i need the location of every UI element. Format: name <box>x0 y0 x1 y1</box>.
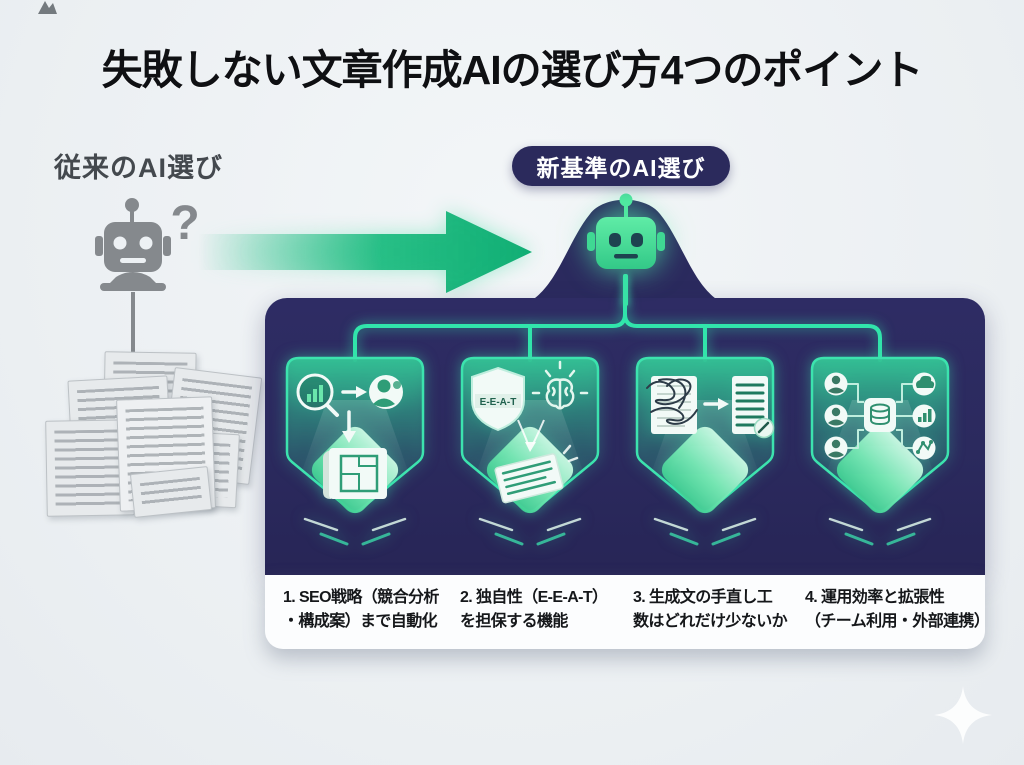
footer-item-1-line1: 1. SEO戦略（競合分析 <box>283 589 439 606</box>
integration-links <box>847 383 913 449</box>
cloud-icon <box>912 372 936 396</box>
green-robot-icon <box>584 192 668 278</box>
footer-item-3-line1: 3. 生成文の手直し工 <box>633 589 773 606</box>
team-members-icon <box>824 372 848 460</box>
persona-circle-icon <box>369 375 403 409</box>
shield-label: E-E-A-T <box>480 397 517 408</box>
article-sheet-icon <box>494 453 564 504</box>
footer-item-4-line1: 4. 運用効率と拡張性 <box>805 589 945 606</box>
magnifier-bar-chart-icon <box>296 373 339 417</box>
modern-badge: 新基準のAI選び <box>512 146 730 186</box>
document-sheet <box>129 466 213 518</box>
feature-card-rewrite <box>635 356 775 552</box>
bar-chart-icon <box>912 404 936 428</box>
integration-route-icon <box>912 436 936 460</box>
question-mark: ? <box>170 197 198 250</box>
legacy-section-label: 従来のAI選び <box>54 153 223 183</box>
footer-item-4: 4. 運用効率と拡張性 （チーム利用・外部連携） <box>805 586 990 633</box>
feature-card-originality: E-E-A-T <box>460 356 600 552</box>
clean-document-edit-icon <box>732 376 775 439</box>
footer-item-1-line2: ・構成案）まで自動化 <box>283 612 438 630</box>
modern-badge-label: 新基準のAI選び <box>536 155 706 181</box>
messy-draft-icon <box>646 376 698 434</box>
footer-item-2-line1: 2. 独自性（E-E-A-T） <box>460 589 608 606</box>
feature-card-seo <box>285 356 425 552</box>
features-panel: E-E-A-T <box>265 298 985 575</box>
footer-item-2-line2: を担保する機能 <box>460 612 568 630</box>
footer-labels: 1. SEO戦略（競合分析 ・構成案）まで自動化 2. 独自性（E-E-A-T）… <box>265 575 990 649</box>
footer-item-4-line2: （チーム利用・外部連携） <box>805 612 990 630</box>
glow-platform <box>661 426 749 514</box>
transition-arrow-icon <box>198 202 543 302</box>
gray-robot-icon: ? <box>86 195 200 303</box>
arrow-right-icon <box>341 386 367 398</box>
sparkle-icon <box>934 686 992 744</box>
footer-item-3-line2: 数はどれだけ少ないか <box>633 612 788 630</box>
footer-item-3: 3. 生成文の手直し工 数はどれだけ少ないか <box>633 586 788 633</box>
blueprint-icon <box>323 448 387 499</box>
robot-connector-stem <box>623 274 628 306</box>
robot-stand-pole <box>131 292 135 354</box>
arrow-down-icon <box>342 410 356 443</box>
arrow-right-icon <box>703 398 729 410</box>
footer-item-2: 2. 独自性（E-E-A-T） を担保する機能 <box>460 586 608 633</box>
brain-icon <box>531 360 589 410</box>
cropped-watermark-mark <box>36 0 58 14</box>
feature-card-operations <box>810 356 950 552</box>
database-hub-icon <box>864 398 896 432</box>
funnel-arrow-icon <box>517 419 545 452</box>
eeat-shield-icon: E-E-A-T <box>471 366 525 432</box>
footer-item-1: 1. SEO戦略（競合分析 ・構成案）まで自動化 <box>283 586 439 633</box>
page-title: 失敗しない文章作成AIの選び方4つのポイント <box>101 47 924 93</box>
